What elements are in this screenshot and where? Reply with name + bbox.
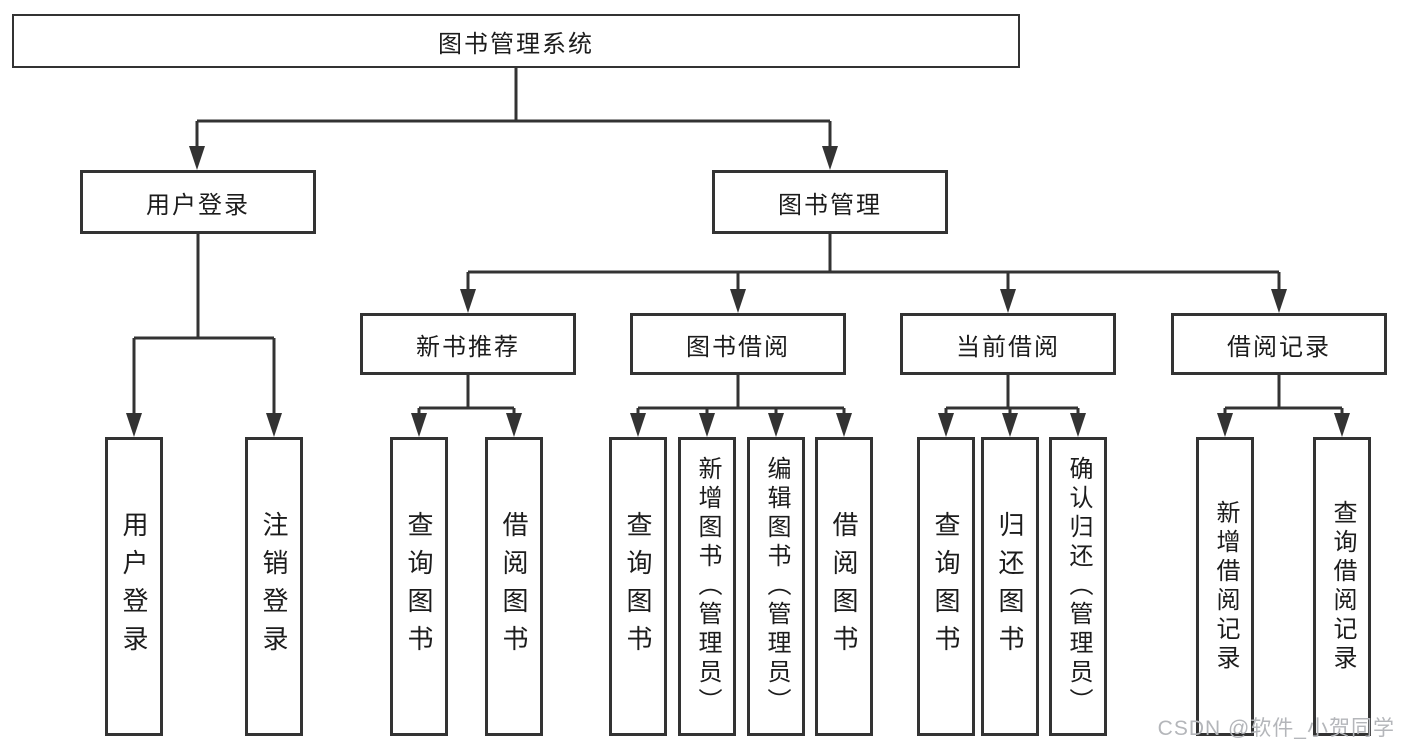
node-current-borrowing: 当前借阅 <box>900 313 1116 375</box>
leaf-logout-label: 注销登录 <box>259 510 289 663</box>
leaf-borrow-edit-books-admin: 编辑图书（管理员） <box>747 437 805 736</box>
node-book-management: 图书管理 <box>712 170 948 234</box>
leaf-borrow-query-books-label: 查询图书 <box>623 510 653 663</box>
leaf-borrow-borrow-books-label: 借阅图书 <box>829 510 859 663</box>
leaf-borrow-edit-books-admin-label: 编辑图书（管理员） <box>763 456 790 717</box>
node-borrowing-records: 借阅记录 <box>1171 313 1387 375</box>
leaf-record-add-borrow-record-label: 新增借阅记录 <box>1212 499 1239 674</box>
leaf-borrow-add-books-admin: 新增图书（管理员） <box>678 437 736 736</box>
leaf-logout: 注销登录 <box>245 437 303 736</box>
node-library-management-system: 图书管理系统 <box>12 14 1020 68</box>
leaf-rec-borrow-books: 借阅图书 <box>485 437 543 736</box>
leaf-current-confirm-return-admin: 确认归还（管理员） <box>1049 437 1107 736</box>
leaf-user-login-label: 用户登录 <box>119 510 149 663</box>
leaf-rec-borrow-books-label: 借阅图书 <box>499 510 529 663</box>
leaf-user-login: 用户登录 <box>105 437 163 736</box>
leaf-borrow-query-books: 查询图书 <box>609 437 667 736</box>
leaf-rec-query-books-label: 查询图书 <box>404 510 434 663</box>
csdn-watermark: CSDN @软件_小贺同学 <box>1157 717 1395 740</box>
leaf-borrow-add-books-admin-label: 新增图书（管理员） <box>694 456 721 717</box>
leaf-record-add-borrow-record: 新增借阅记录 <box>1196 437 1254 736</box>
node-user-login: 用户登录 <box>80 170 316 234</box>
node-book-borrowing: 图书借阅 <box>630 313 846 375</box>
leaf-rec-query-books: 查询图书 <box>390 437 448 736</box>
leaf-current-query-books: 查询图书 <box>917 437 975 736</box>
leaf-current-return-books-label: 归还图书 <box>995 510 1025 663</box>
leaf-current-return-books: 归还图书 <box>981 437 1039 736</box>
leaf-record-query-borrow-record-label: 查询借阅记录 <box>1329 499 1356 674</box>
leaf-current-query-books-label: 查询图书 <box>931 510 961 663</box>
leaf-current-confirm-return-admin-label: 确认归还（管理员） <box>1065 456 1092 717</box>
node-new-book-recommend: 新书推荐 <box>360 313 576 375</box>
leaf-borrow-borrow-books: 借阅图书 <box>815 437 873 736</box>
leaf-record-query-borrow-record: 查询借阅记录 <box>1313 437 1371 736</box>
